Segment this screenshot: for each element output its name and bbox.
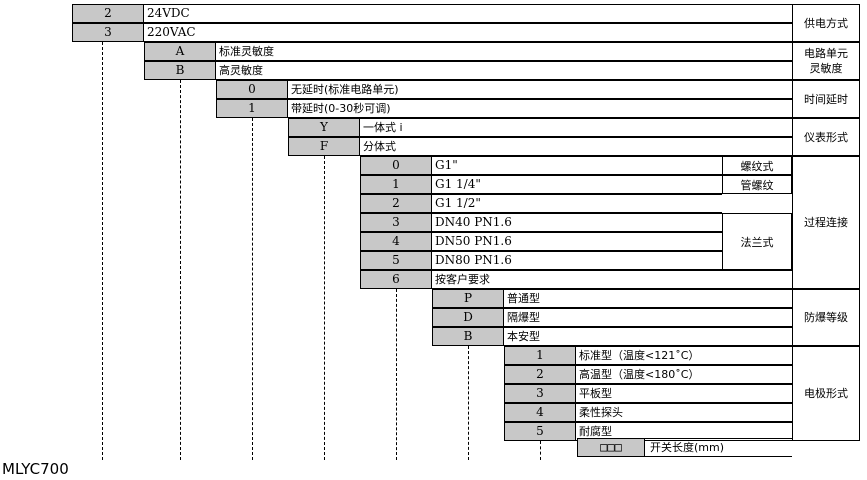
explosion-row: D 隔爆型: [432, 308, 792, 327]
electrode-code: 3: [504, 384, 576, 403]
guide-line: [540, 441, 541, 460]
process-code: 6: [360, 270, 432, 289]
delay-row: 0 无延时(标准电路单元): [216, 80, 792, 99]
category-explosion: 防爆等级: [792, 289, 860, 346]
explosion-code: B: [432, 327, 504, 346]
electrode-row: 3 平板型: [504, 384, 792, 403]
length-label: 开关长度(mm): [645, 438, 792, 457]
explosion-label: 隔爆型: [504, 308, 792, 327]
category-delay: 时间延时: [792, 80, 860, 118]
form-label: 分体式: [360, 137, 792, 156]
category-electrode: 电极形式: [792, 346, 860, 441]
guide-line: [396, 289, 397, 460]
sensitivity-row: A 标准灵敏度: [144, 42, 792, 61]
process-row: 6 按客户要求: [360, 270, 792, 289]
guide-line: [102, 42, 103, 460]
process-label: DN50 PN1.6: [432, 232, 722, 251]
process-label: G1": [432, 156, 722, 175]
explosion-label: 普通型: [504, 289, 792, 308]
explosion-row: B 本安型: [432, 327, 792, 346]
length-code: □□□: [577, 438, 645, 457]
sub-thread: 螺纹式: [722, 156, 792, 175]
explosion-label: 本安型: [504, 327, 792, 346]
supply-code: 2: [72, 4, 144, 23]
process-row: 2 G1 1/2": [360, 194, 722, 213]
model-name: MLYC700: [2, 460, 69, 478]
delay-label: 带延时(0-30秒可调): [288, 99, 792, 118]
process-code: 2: [360, 194, 432, 213]
delay-label: 无延时(标准电路单元): [288, 80, 792, 99]
electrode-label: 高温型（温度<180˚C）: [576, 365, 792, 384]
electrode-code: 5: [504, 422, 576, 441]
delay-code: 0: [216, 80, 288, 99]
electrode-code: 4: [504, 403, 576, 422]
guide-line: [180, 80, 181, 460]
sensitivity-label: 标准灵敏度: [216, 42, 792, 61]
process-label: G1 1/2": [432, 194, 722, 213]
form-label: 一体式 i: [360, 118, 792, 137]
explosion-code: D: [432, 308, 504, 327]
supply-row: 3 220VAC: [72, 23, 792, 42]
process-row: 1 G1 1/4": [360, 175, 722, 194]
sensitivity-row: B 高灵敏度: [144, 61, 792, 80]
electrode-label: 柔性探头: [576, 403, 792, 422]
process-row: 4 DN50 PN1.6: [360, 232, 722, 251]
process-row: 3 DN40 PN1.6: [360, 213, 722, 232]
guide-line: [252, 118, 253, 460]
sub-flange: 法兰式: [722, 213, 792, 270]
form-code: Y: [288, 118, 360, 137]
explosion-row: P 普通型: [432, 289, 792, 308]
electrode-row: 5 耐腐型: [504, 422, 792, 441]
process-code: 4: [360, 232, 432, 251]
process-code: 0: [360, 156, 432, 175]
supply-row: 2 24VDC: [72, 4, 792, 23]
supply-code: 3: [72, 23, 144, 42]
electrode-code: 1: [504, 346, 576, 365]
electrode-code: 2: [504, 365, 576, 384]
process-code: 3: [360, 213, 432, 232]
process-label: DN40 PN1.6: [432, 213, 722, 232]
sensitivity-code: A: [144, 42, 216, 61]
process-code: 1: [360, 175, 432, 194]
category-sensitivity: 电路单元灵敏度: [792, 42, 860, 80]
guide-line: [468, 346, 469, 460]
electrode-row: 4 柔性探头: [504, 403, 792, 422]
delay-code: 1: [216, 99, 288, 118]
process-label: G1 1/4": [432, 175, 722, 194]
supply-label: 24VDC: [144, 4, 792, 23]
process-label: DN80 PN1.6: [432, 251, 722, 270]
electrode-label: 标准型（温度<121˚C）: [576, 346, 792, 365]
explosion-code: P: [432, 289, 504, 308]
process-label: 按客户要求: [432, 270, 792, 289]
form-code: F: [288, 137, 360, 156]
category-form: 仪表形式: [792, 118, 860, 156]
process-code: 5: [360, 251, 432, 270]
electrode-label: 耐腐型: [576, 422, 792, 441]
form-row: Y 一体式 i: [288, 118, 792, 137]
process-row: 5 DN80 PN1.6: [360, 251, 722, 270]
electrode-row: 1 标准型（温度<121˚C）: [504, 346, 792, 365]
delay-row: 1 带延时(0-30秒可调): [216, 99, 792, 118]
supply-label: 220VAC: [144, 23, 792, 42]
category-supply: 供电方式: [792, 4, 860, 42]
electrode-label: 平板型: [576, 384, 792, 403]
process-row: 0 G1": [360, 156, 722, 175]
electrode-row: 2 高温型（温度<180˚C）: [504, 365, 792, 384]
sub-pipe-thread: 管螺纹: [722, 175, 792, 194]
sensitivity-code: B: [144, 61, 216, 80]
category-process: 过程连接: [792, 156, 860, 289]
form-row: F 分体式: [288, 137, 792, 156]
guide-line: [324, 156, 325, 460]
sensitivity-label: 高灵敏度: [216, 61, 792, 80]
